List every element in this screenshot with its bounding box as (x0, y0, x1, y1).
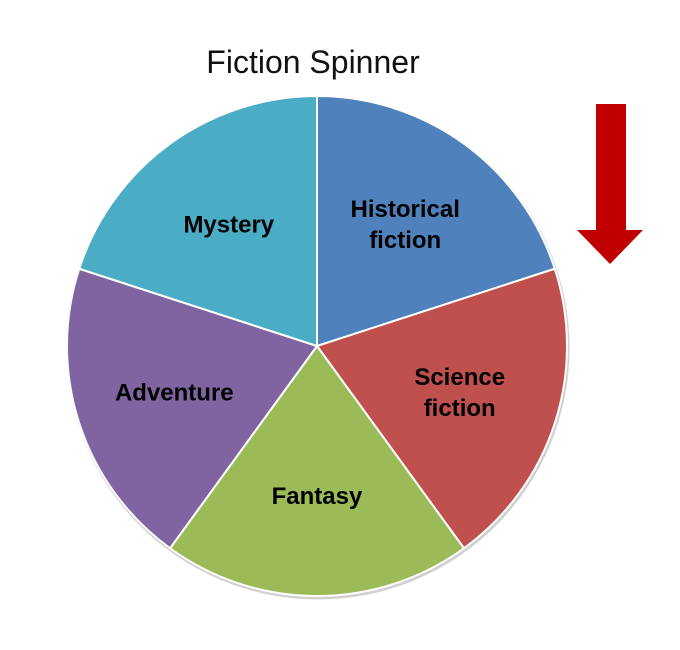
pie-label-fantasy: Fantasy (272, 483, 363, 510)
pie-slice-historical-fiction (316, 95, 556, 347)
pie-label-adventure: Adventure (115, 379, 234, 406)
pie-slice-adventure (66, 267, 318, 550)
chart-title: Fiction Spinner (206, 44, 420, 80)
pie-slices (66, 95, 568, 597)
pie-slice-mystery (78, 95, 318, 347)
pie-slice-fantasy (169, 345, 465, 597)
pie-slice-science-fiction (316, 267, 568, 550)
down-arrow-icon (577, 104, 643, 264)
pie-label-mystery: Mystery (183, 212, 274, 239)
